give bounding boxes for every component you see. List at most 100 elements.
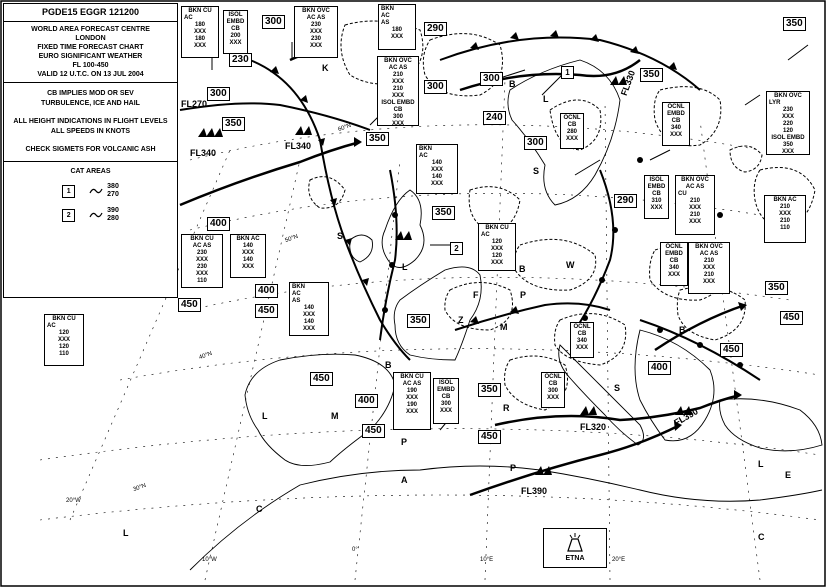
issuer-line: WORLD AREA FORECAST CENTRE (31, 26, 150, 33)
tropopause-box: 290 (614, 194, 637, 208)
pressure-centre: L (402, 262, 408, 272)
tropopause-box: 400 (207, 217, 230, 231)
issuer-line: VALID 12 U.T.C. ON 13 JUL 2004 (37, 71, 144, 78)
tropopause-box: 290 (424, 22, 447, 36)
issuer-line: EURO SIGNIFICANT WEATHER (38, 53, 143, 60)
tropopause-box: 300 (480, 72, 503, 86)
tropopause-box: 300 (262, 15, 285, 29)
tropopause-box: 450 (478, 430, 501, 444)
tropopause-box: 400 (355, 394, 378, 408)
pressure-centre: B (679, 325, 686, 335)
jet-arrows (354, 137, 747, 431)
pressure-centre: C (758, 532, 765, 542)
pressure-centre: E (785, 470, 792, 480)
cb-note: TURBULENCE, ICE AND HAIL (41, 100, 140, 107)
pressure-centre: R (503, 403, 510, 413)
cat-marker: 2 (450, 242, 463, 255)
graticule (39, 79, 821, 581)
pressure-centre: Z (458, 315, 464, 325)
cat-area-id: 2 (62, 208, 76, 222)
notes-block: CB IMPLIES MOD OR SEV TURBULENCE, ICE AN… (4, 83, 177, 162)
pressure-centre: A (401, 475, 408, 485)
pressure-centre: L (123, 528, 129, 538)
jet-label: FL390 (521, 486, 548, 496)
cat-area-row: 2 390 280 (4, 207, 177, 223)
chart-code: PGDE15 EGGR 121200 (4, 4, 177, 22)
cat-marker: 1 (561, 66, 574, 79)
pressure-centre: P (510, 463, 517, 473)
tropopause-box: 300 (424, 80, 447, 94)
cat-area-base: 280 (107, 215, 119, 222)
volcano-box: ETNA (543, 528, 607, 568)
tropopause-box: 350 (222, 117, 245, 131)
lon-label: 10°E (480, 557, 494, 563)
connector-arrows (211, 42, 809, 431)
cat-area-base: 270 (107, 191, 119, 198)
pressure-centre: L (262, 411, 268, 421)
wind-barbs (198, 76, 692, 475)
tropopause-box: 450 (178, 298, 201, 312)
cat-area-levels: 390 280 (107, 207, 119, 223)
jet-label: FL320 (580, 422, 607, 432)
cat-area-levels: 380 270 (107, 183, 119, 199)
tropopause-box: 350 (478, 383, 501, 397)
tropopause-box: 450 (720, 343, 743, 357)
tropopause-box: 350 (765, 281, 788, 295)
tropopause-box: 400 (648, 361, 671, 375)
cat-areas-title: CAT AREAS (70, 168, 111, 175)
front-symbols (270, 30, 743, 368)
issuer-line: FL 100-450 (72, 62, 109, 69)
lon-label: 0° (352, 547, 358, 553)
volcano-name: ETNA (565, 555, 585, 562)
turbulence-icon (89, 212, 103, 218)
tropopause-box: 450 (255, 304, 278, 318)
pressure-centre: K (322, 63, 329, 73)
pressure-centre: S (614, 383, 621, 393)
tropopause-box: 350 (432, 206, 455, 220)
tropopause-box: 230 (229, 53, 252, 67)
pressure-centre: L (758, 459, 764, 469)
cb-note: CB IMPLIES MOD OR SEV (47, 90, 134, 97)
tropopause-box: 300 (207, 87, 230, 101)
issuer-line: LONDON (75, 35, 106, 42)
pressure-centre: F (473, 290, 479, 300)
cat-area-row: 1 380 270 (4, 183, 177, 199)
pressure-centre: M (331, 411, 339, 421)
tropopause-box: 350 (783, 17, 806, 31)
jet-label: FL270 (181, 99, 208, 109)
pressure-centre: W (566, 260, 575, 270)
pressure-centre: B (509, 79, 516, 89)
cat-area-id: 1 (62, 184, 76, 198)
pressure-centre: P (520, 290, 527, 300)
pressure-centre: B (519, 264, 526, 274)
jet-label: FL340 (190, 148, 217, 158)
fronts (179, 36, 761, 381)
tropopause-box: 450 (310, 372, 333, 386)
pressure-centre: P (401, 437, 408, 447)
tropopause-box: 300 (524, 136, 547, 150)
pressure-centre: S (337, 231, 344, 241)
tropopause-box: 400 (255, 284, 278, 298)
issuer-block: WORLD AREA FORECAST CENTRE LONDON FIXED … (4, 22, 177, 83)
